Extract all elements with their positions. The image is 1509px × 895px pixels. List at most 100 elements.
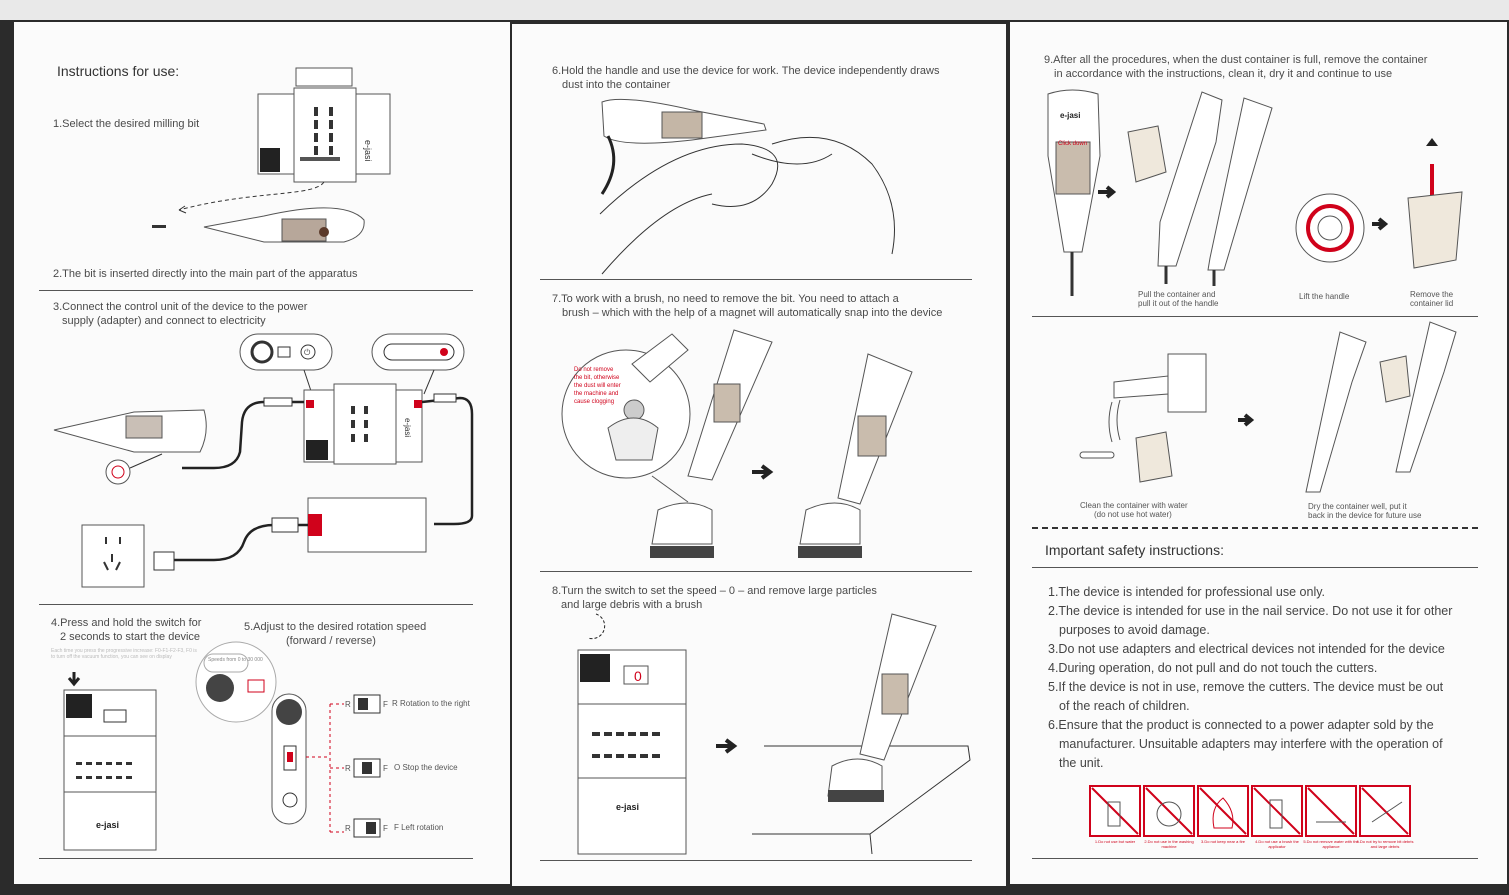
- switch-f-label: F: [383, 824, 388, 833]
- step-6-text-line2: dust into the container: [562, 79, 671, 91]
- safety-item: 6.Ensure that the product is connected t…: [1048, 718, 1434, 732]
- step-4-text-line2: 2 seconds to start the device: [60, 631, 201, 643]
- safety-item-cont: purposes to avoid damage.: [1059, 623, 1210, 637]
- safety-heading: Important safety instructions:: [1045, 542, 1224, 558]
- pull-container-caption-2: pull it out of the handle: [1138, 299, 1219, 308]
- divider: [39, 290, 473, 291]
- warning-caption: 4.Do not use a brush the applicator: [1255, 839, 1299, 849]
- step-8-text-line1: 8.Turn the switch to set the speed – 0 –…: [552, 585, 877, 597]
- warning-caption: 1.Do not use but water: [1094, 839, 1136, 844]
- remove-lid-caption-2: container lid: [1410, 299, 1454, 308]
- speed-display-value: 0: [634, 668, 642, 684]
- step-9-text-line1: 9.After all the procedures, when the dus…: [1044, 54, 1428, 66]
- step-8-illustration: e-jasi: [577, 613, 971, 855]
- brand-logo: e-jasi: [1060, 111, 1080, 120]
- dashed-divider: [1032, 527, 1478, 529]
- arrow-right-icon: [716, 738, 738, 754]
- divider: [39, 858, 473, 859]
- safety-list: 1.The device is intended for professiona…: [1048, 583, 1452, 773]
- panel-right: 9.After all the procedures, when the dus…: [1010, 22, 1507, 884]
- safety-item: 4.During operation, do not pull and do n…: [1048, 661, 1378, 675]
- divider: [39, 604, 473, 605]
- step-7-text-line1: 7.To work with a brush, no need to remov…: [552, 293, 899, 305]
- step-9-illustration: e-jasi: [1047, 89, 1463, 493]
- speeds-label: Speeds from 0 to 30 000: [208, 657, 263, 663]
- safety-item-cont: the unit.: [1059, 756, 1104, 770]
- instructions-heading: Instructions for use:: [57, 63, 180, 79]
- divider: [1032, 567, 1478, 568]
- arrow-right-icon: [752, 464, 774, 480]
- warning-caption: 2.Do not use in the washing machine: [1144, 839, 1194, 849]
- step-7-illustration: [561, 329, 913, 558]
- bit-warning: Do not remove the bit, otherwise the dus…: [574, 366, 644, 406]
- step-5-text-line2: (forward / reverse): [286, 635, 376, 647]
- switch-r-label: R: [345, 700, 351, 709]
- brand-logo: e-jasi: [363, 140, 373, 162]
- safety-item: 1.The device is intended for professiona…: [1048, 585, 1326, 599]
- stop-device-label: O Stop the device: [394, 763, 458, 772]
- step-7-text-line2: brush – which with the help of a magnet …: [562, 307, 943, 319]
- warning-icons: [1089, 785, 1411, 837]
- switch-r-label: R: [345, 824, 351, 833]
- pull-container-caption-1: Pull the container and: [1138, 290, 1216, 299]
- divider: [1032, 316, 1478, 317]
- warning-caption: 3.Do not keep near a fire: [1200, 839, 1246, 844]
- left-rotation-label: F Left rotation: [394, 823, 444, 832]
- step-3-text-line2: supply (adapter) and connect to electric…: [62, 315, 266, 327]
- warning-line: the dust will enter: [574, 383, 621, 389]
- divider: [540, 860, 972, 861]
- step-3-text-line1: 3.Connect the control unit of the device…: [53, 301, 308, 313]
- safety-item-cont: manufacturer. Unsuitable adapters may in…: [1059, 737, 1443, 751]
- clean-caption-1: Clean the container with water: [1080, 501, 1188, 510]
- no-sign-icon: [1143, 785, 1195, 837]
- warning-caption: 5.Do not remove water with the appliance: [1303, 839, 1359, 849]
- lift-handle-caption: Lift the handle: [1299, 292, 1350, 301]
- step-8-text-line2: and large debris with a brush: [561, 599, 703, 611]
- step-6-text-line1: 6.Hold the handle and use the device for…: [552, 65, 940, 77]
- warning-line: Do not remove: [574, 367, 614, 373]
- rotation-right-label: R Rotation to the right: [392, 699, 470, 708]
- faucet-icon: [1113, 375, 1169, 399]
- divider: [540, 279, 972, 280]
- warning-line: cause clogging: [574, 399, 615, 405]
- brand-logo: e-jasi: [616, 802, 639, 812]
- no-sign-icon: [1251, 785, 1303, 837]
- step-6-illustration: [599, 98, 895, 275]
- arrow-right-icon: [1098, 185, 1117, 199]
- step-2-text: 2.The bit is inserted directly into the …: [53, 268, 358, 280]
- clean-caption-2: (do not use hot water): [1094, 510, 1172, 519]
- step-4-note: Each time you press the progressive incr…: [51, 648, 197, 660]
- warning-caption: 6.Do not try to remove bit debris and la…: [1356, 839, 1414, 849]
- switch-r-label: R: [345, 764, 351, 773]
- safety-item: 5.If the device is not in use, remove th…: [1048, 680, 1444, 694]
- step-4-5-illustration: e-jasi Speeds from 0 to 30 000: [63, 641, 381, 851]
- no-sign-icon: [1305, 785, 1357, 837]
- panel-middle: 6.Hold the handle and use the device for…: [512, 24, 1006, 886]
- step-5-text-line1: 5.Adjust to the desired rotation speed: [244, 621, 427, 633]
- arrow-right-icon: [1372, 217, 1389, 231]
- dry-caption-1: Dry the container well, put it: [1308, 502, 1407, 511]
- dry-caption-2: back in the device for future use: [1308, 511, 1422, 520]
- top-strip: [0, 0, 1509, 20]
- switch-f-label: F: [383, 700, 388, 709]
- safety-item: 2.The device is intended for use in the …: [1048, 604, 1453, 618]
- step-1-illustration: e-jasi: [152, 67, 391, 243]
- remove-lid-caption-1: Remove the: [1410, 290, 1454, 299]
- safety-item: 3.Do not use adapters and electrical dev…: [1048, 642, 1445, 656]
- brand-logo: e-jasi: [96, 820, 119, 830]
- warning-line: the bit, otherwise: [574, 375, 620, 381]
- click-down-label: Click down: [1058, 141, 1088, 147]
- step-9-text-line2: in accordance with the instructions, cle…: [1054, 68, 1393, 80]
- step-3-illustration: ⏻ e-jasi: [53, 333, 474, 588]
- no-sign-icon: [1359, 785, 1411, 837]
- no-sign-icon: [1197, 785, 1249, 837]
- power-icon: ⏻: [304, 348, 311, 357]
- switch-f-label: F: [383, 764, 388, 773]
- no-sign-icon: [1089, 785, 1141, 837]
- divider: [540, 571, 972, 572]
- safety-item-cont: of the reach of children.: [1059, 699, 1190, 713]
- arrow-right-icon: [1238, 413, 1255, 427]
- step-4-text-line1: 4.Press and hold the switch for: [51, 617, 202, 629]
- divider: [1032, 858, 1478, 859]
- brand-logo: e-jasi: [403, 418, 412, 437]
